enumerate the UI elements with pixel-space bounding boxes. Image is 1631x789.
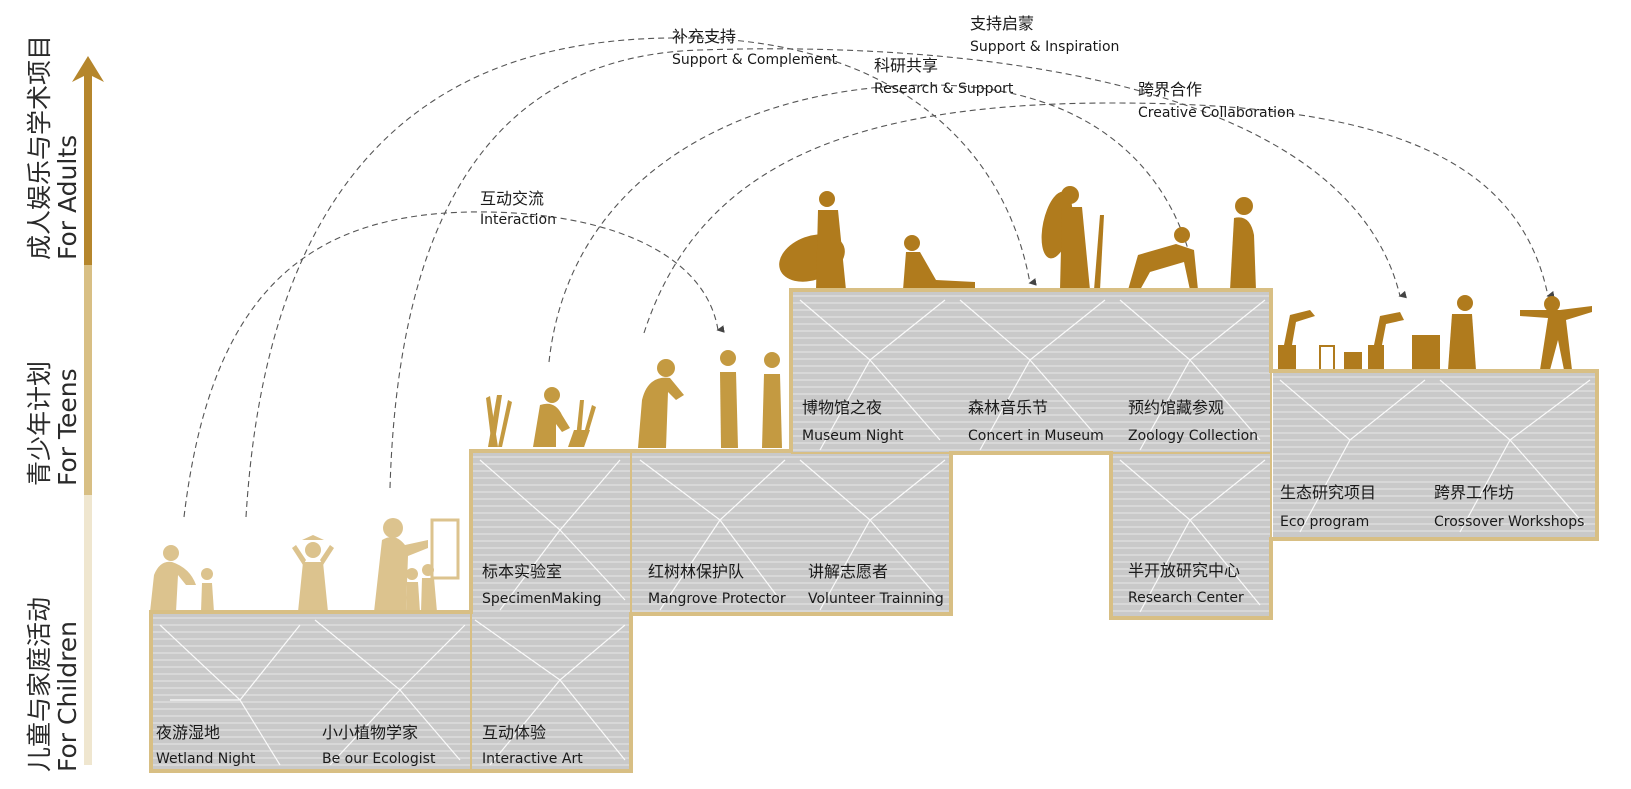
cell-wetland-night: 夜游湿地 Wetland Night: [151, 614, 311, 771]
standing-woman-figure: [1230, 197, 1256, 290]
axis-bar-children: [84, 495, 92, 765]
axis-arrow-up-icon: [72, 56, 104, 84]
program-en-research-center: Research Center: [1128, 590, 1244, 606]
arc-label-creative-collaboration-en: Creative Collaboration: [1138, 105, 1294, 121]
program-en-crossover-workshops: Crossover Workshops: [1434, 514, 1584, 530]
program-cn-interactive-art: 互动体验: [482, 723, 546, 742]
program-cn-volunteer-training: 讲解志愿者: [808, 562, 888, 581]
staircase-outline: [149, 288, 1599, 773]
cell-be-our-ecologist: 小小植物学家 Be our Ecologist: [311, 614, 471, 771]
planting-figure: [486, 387, 596, 447]
program-cn-mangrove-protector: 红树林保护队: [648, 562, 744, 581]
arc-support-inspiration: [389, 48, 1407, 489]
program-cn-museum-night: 博物馆之夜: [802, 398, 882, 417]
program-cn-crossover-workshops: 跨界工作坊: [1434, 483, 1514, 502]
program-en-mangrove-protector: Mangrove Protector: [648, 591, 786, 607]
parent-child-figure: [150, 545, 214, 612]
axis-label-adults-en: For Adults: [53, 135, 82, 260]
axis-bar-teens: [84, 265, 92, 495]
cell-interactive-art: 互动体验 Interactive Art: [471, 614, 631, 771]
graduate-child-figure: [292, 535, 334, 612]
arc-label-research-support-en: Research & Support: [874, 81, 1014, 97]
dancer-figure: [1520, 296, 1592, 370]
program-en-interactive-art: Interactive Art: [482, 751, 583, 767]
lab-figure: [1344, 312, 1404, 370]
musicians-figure: [1041, 186, 1104, 290]
teacher-children-figure: [374, 518, 460, 612]
program-cn-be-our-ecologist: 小小植物学家: [322, 723, 418, 742]
talking-pair-figure: [720, 350, 782, 448]
program-en-concert-in-museum: Concert in Museum: [968, 428, 1104, 444]
program-en-wetland-night: Wetland Night: [156, 751, 256, 767]
arc-label-interaction-cn: 互动交流: [480, 189, 544, 208]
program-en-volunteer-training: Volunteer Trainning: [808, 591, 944, 607]
arc-support-complement: [245, 37, 1037, 518]
program-cn-research-center: 半开放研究中心: [1128, 561, 1240, 580]
scientist-figure: [1412, 295, 1476, 370]
axis-label-teens-en: For Teens: [53, 368, 82, 486]
arc-label-support-complement-en: Support & Complement: [672, 52, 838, 68]
arc-label-support-complement-cn: 补充支持: [672, 27, 736, 46]
program-en-museum-night: Museum Night: [802, 428, 904, 444]
axis-label-children-en: For Children: [53, 621, 82, 772]
arc-label-interaction-en: Interaction: [480, 212, 556, 228]
reclining-figure: [1128, 227, 1198, 290]
stair-frame: [149, 288, 1599, 773]
program-en-zoology-collection: Zoology Collection: [1128, 428, 1258, 444]
silhouettes: [150, 186, 1592, 612]
program-cn-eco-program: 生态研究项目: [1280, 483, 1376, 502]
arc-label-creative-collaboration-cn: 跨界合作: [1138, 80, 1202, 99]
cell-crossover-workshops: 跨界工作坊 Crossover Workshops: [1431, 373, 1597, 539]
axis-label-teens-cn: 青少年计划: [25, 361, 54, 486]
arc-label-support-inspiration-en: Support & Inspiration: [970, 39, 1119, 55]
audience-axis: 成人娱乐与学术项目 For Adults 青少年计划 For Teens 儿童与…: [25, 35, 104, 772]
arc-creative-collaboration: [643, 102, 1555, 334]
axis-label-adults-cn: 成人娱乐与学术项目: [25, 35, 54, 260]
program-en-be-our-ecologist: Be our Ecologist: [322, 751, 436, 767]
program-cn-zoology-collection: 预约馆藏参观: [1128, 398, 1224, 417]
robot-arm-figure: [1278, 310, 1335, 371]
program-cn-wetland-night: 夜游湿地: [156, 723, 220, 742]
arc-label-research-support-cn: 科研共享: [874, 56, 938, 75]
binocular-figure: [638, 359, 684, 448]
arc-label-support-inspiration-cn: 支持启蒙: [970, 14, 1034, 33]
arc-research-support: [548, 84, 1205, 363]
program-en-eco-program: Eco program: [1280, 514, 1369, 530]
program-en-specimen-making: SpecimenMaking: [482, 591, 602, 607]
surfer-figure: [779, 191, 846, 290]
sitting-figure: [903, 235, 975, 290]
relationship-arcs: 互动交流 Interaction 补充支持 Support & Compleme…: [183, 14, 1555, 518]
cell-eco-program: 生态研究项目 Eco program: [1273, 373, 1431, 539]
axis-label-children-cn: 儿童与家庭活动: [25, 597, 54, 772]
cell-stripe-overlay: [151, 295, 1597, 766]
axis-bar-adults: [84, 75, 92, 265]
program-cn-specimen-making: 标本实验室: [482, 562, 562, 581]
program-cn-concert-in-museum: 森林音乐节: [968, 398, 1048, 417]
